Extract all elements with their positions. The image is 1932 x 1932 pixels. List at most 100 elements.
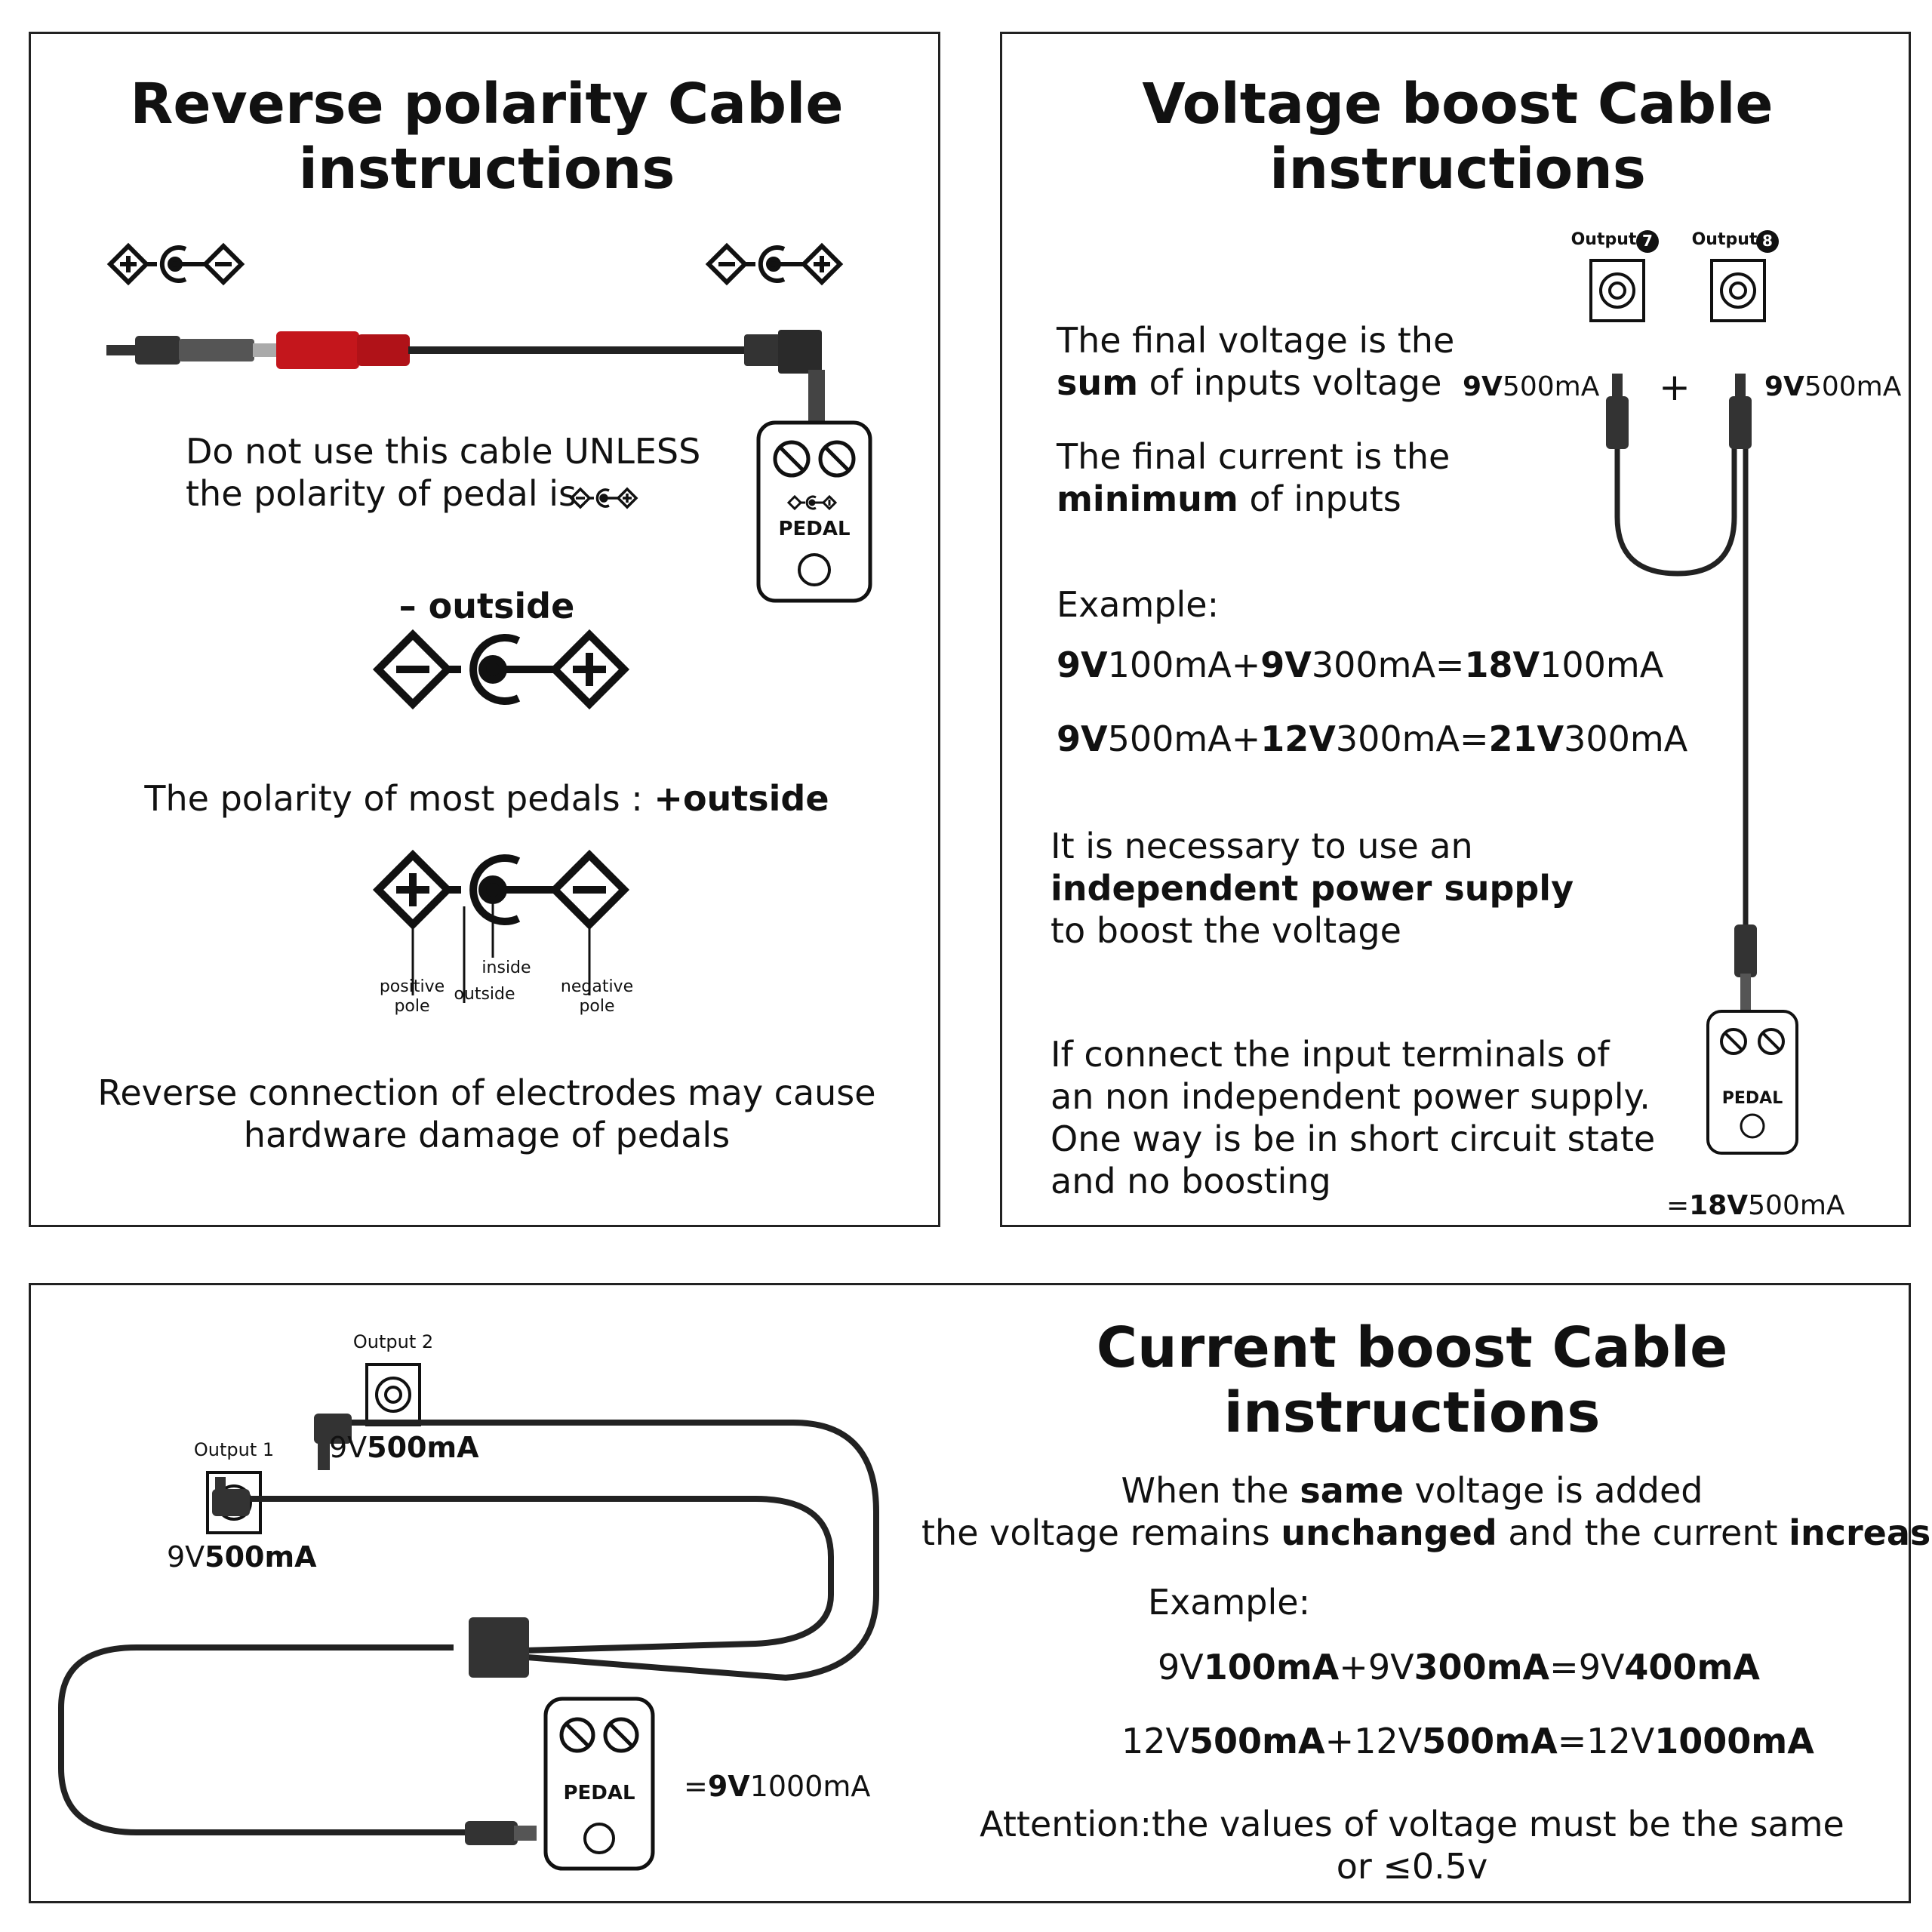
- v-ex2-b-a: 300mA: [1335, 718, 1460, 759]
- polarity-symbol-left-icon: [106, 242, 245, 286]
- right-input-rating: 9V500mA: [1764, 366, 1901, 408]
- voltage-title-line2: instructions: [1269, 137, 1646, 202]
- current-example-label: Example:: [1148, 1582, 1311, 1623]
- voltage-example-label: Example:: [1057, 584, 1220, 625]
- output2-rating: 9V500mA: [329, 1426, 479, 1469]
- minus-outside-symbol-icon: [372, 629, 630, 710]
- reverse-footer-line2: hardware damage of pedals: [243, 1115, 731, 1155]
- v-result-v: 18V: [1689, 1190, 1749, 1221]
- independent-line3: to boost the voltage: [1051, 910, 1401, 951]
- short-circuit-line3: One way is be in short circuit state: [1051, 1118, 1656, 1159]
- independent-line1: It is necessary to use an: [1051, 826, 1473, 866]
- c-result-a: 1000mA: [749, 1770, 871, 1803]
- c-desc2-c: and the current: [1497, 1512, 1789, 1553]
- output7-number: 7: [1642, 232, 1653, 250]
- most-pedals-value: +outside: [654, 778, 829, 819]
- positive-pole-label-2: pole: [394, 997, 430, 1016]
- c-ex2-r-a: 1000mA: [1654, 1721, 1814, 1761]
- min-line1: The final current is the: [1057, 436, 1451, 477]
- positive-pole-label: positive pole: [374, 977, 450, 1017]
- c-result-eq: =: [684, 1770, 708, 1803]
- positive-pole-label-1: positive: [379, 977, 445, 996]
- pedal-label: PEDAL: [563, 1782, 635, 1804]
- short-circuit-line2: an non independent power supply.: [1051, 1076, 1651, 1117]
- v-ex2-a-a: 500mA: [1107, 718, 1232, 759]
- v-ex1-b-a: 300mA: [1311, 645, 1435, 685]
- short-circuit-line1: If connect the input terminals of: [1051, 1034, 1610, 1075]
- sum-rest: of inputs voltage: [1138, 362, 1442, 403]
- independent-line2: independent power supply: [1051, 868, 1574, 909]
- left-rating-a: 500mA: [1502, 371, 1600, 402]
- c-ex2-r-v: 12V: [1586, 1721, 1655, 1761]
- reverse-title: Reverse polarity Cable instructions: [31, 72, 943, 202]
- current-desc-line1: When the same voltage is added: [921, 1469, 1903, 1512]
- v-ex1-r-a: 100mA: [1540, 645, 1664, 685]
- reverse-title-line1: Reverse polarity Cable: [130, 72, 844, 137]
- current-cable-plugs-icon: [212, 1414, 537, 1845]
- output8-label: Output: [1691, 230, 1758, 249]
- v-ex2-r-v: 21V: [1488, 718, 1564, 759]
- reverse-warning-line1: Do not use this cable UNLESS: [186, 431, 701, 472]
- reverse-warning-line2: the polarity of pedal is: [186, 473, 577, 514]
- output1-label: Output 1: [193, 1439, 275, 1460]
- c-desc1-b: same: [1300, 1470, 1404, 1511]
- c-ex1-r-v: 9V: [1578, 1647, 1625, 1687]
- output2-label: Output 2: [352, 1331, 434, 1352]
- sum-line1: The final voltage is the: [1057, 320, 1455, 361]
- attention-line1: Attention:the values of voltage must be …: [980, 1804, 1844, 1844]
- voltage-example-2: 9V500mA+12V300mA=21V300mA: [1057, 718, 1687, 760]
- output8-badge-icon: [1756, 230, 1779, 253]
- current-boost-panel: Output 2 9V500mA Output 1 9V500mA PEDAL …: [29, 1283, 1932, 1903]
- inside-label: inside: [481, 958, 531, 977]
- right-rating-a: 500mA: [1804, 371, 1902, 402]
- inline-polarity-icon: [569, 487, 638, 509]
- y-cable-icon: [1614, 445, 1749, 932]
- output7-jack-icon: [1589, 259, 1645, 322]
- right-rating-v: 9V: [1764, 371, 1804, 402]
- current-title-line2: instructions: [1223, 1380, 1601, 1445]
- c-desc2-d: increases: [1789, 1512, 1932, 1553]
- v-ex2-op: +: [1231, 718, 1261, 759]
- c-ex1-a-a: 100mA: [1203, 1647, 1340, 1687]
- voltage-result: =18V500mA: [1666, 1185, 1845, 1227]
- min-line2: minimum of inputs: [1057, 478, 1401, 520]
- output2-v: 9V: [329, 1431, 368, 1464]
- current-desc-line2: the voltage remains unchanged and the cu…: [921, 1512, 1932, 1554]
- minus-outside-label: – outside: [398, 586, 575, 626]
- y-cable-plugs-icon: [1606, 374, 1757, 1026]
- c-ex2-b-a: 500mA: [1422, 1721, 1558, 1761]
- v-ex1-a-v: 9V: [1057, 645, 1108, 685]
- voltage-example-1: 9V100mA+9V300mA=18V100mA: [1057, 644, 1663, 686]
- pedal-label: PEDAL: [778, 518, 851, 540]
- current-example-1: 9V100mA+9V300mA=9V400mA: [1158, 1646, 1760, 1688]
- negative-pole-label-1: negative: [560, 977, 634, 996]
- output1-a: 500mA: [205, 1540, 317, 1574]
- output1-rating: 9V500mA: [167, 1536, 317, 1578]
- current-title: Current boost Cable instructions: [921, 1315, 1903, 1445]
- sum-line2: sum of inputs voltage: [1057, 361, 1441, 404]
- v-result-a: 500mA: [1748, 1190, 1845, 1221]
- c-ex1-a-v: 9V: [1158, 1647, 1204, 1687]
- v-ex1-r-v: 18V: [1464, 645, 1540, 685]
- v-ex2-r-a: 300mA: [1564, 718, 1688, 759]
- output2-a: 500mA: [367, 1431, 479, 1464]
- v-ex2-b-v: 12V: [1260, 718, 1336, 759]
- pedal-label: PEDAL: [1721, 1089, 1783, 1108]
- reverse-footer-line1: Reverse connection of electrodes may cau…: [97, 1072, 876, 1113]
- most-pedals-line: The polarity of most pedals : +outside: [31, 777, 943, 820]
- c-ex2-a-v: 12V: [1121, 1721, 1190, 1761]
- current-cable-icon: [58, 1420, 879, 1835]
- c-desc2-a: the voltage remains: [921, 1512, 1281, 1553]
- reverse-title-line2: instructions: [298, 137, 675, 202]
- current-example-2: 12V500mA+12V500mA=12V1000mA: [1121, 1720, 1814, 1762]
- c-desc2-b: unchanged: [1281, 1512, 1497, 1553]
- c-ex1-b-a: 300mA: [1414, 1647, 1550, 1687]
- c-ex1-eq: =: [1549, 1647, 1579, 1687]
- output1-v: 9V: [167, 1540, 205, 1574]
- v-ex1-op: +: [1231, 645, 1261, 685]
- short-circuit-line4: and no boosting: [1051, 1161, 1331, 1201]
- v-ex2-a-v: 9V: [1057, 718, 1108, 759]
- c-ex2-eq: =: [1557, 1721, 1587, 1761]
- output8-jack-icon: [1710, 259, 1766, 322]
- min-rest: of inputs: [1238, 478, 1401, 519]
